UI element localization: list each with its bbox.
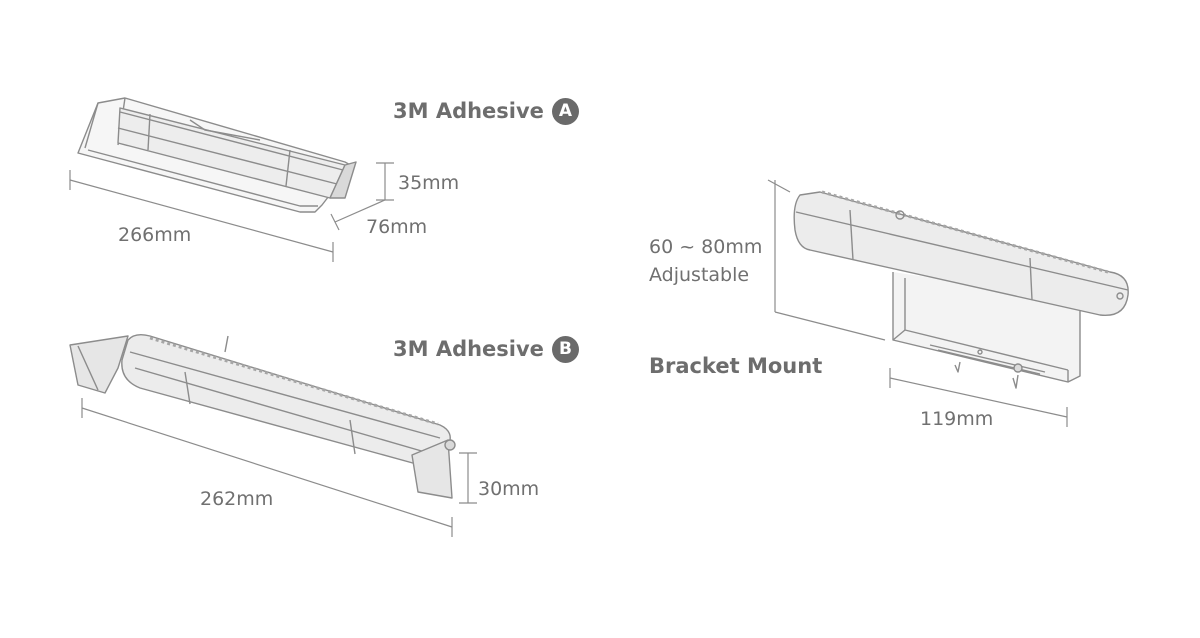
- dim-bracket-width: 119mm: [920, 408, 994, 430]
- dimension-lines-bracket: [767, 179, 1068, 427]
- dim-a-depth: 76mm: [366, 216, 428, 238]
- heading-variant-a: 3M Adhesive A: [393, 98, 579, 125]
- dim-bracket-height-value: 60 ~ 80mm: [649, 236, 763, 258]
- dim-b-height: 30mm: [478, 478, 540, 500]
- dimension-lines-a: [69, 162, 394, 262]
- dim-a-height: 35mm: [398, 172, 460, 194]
- heading-variant-a-label: 3M Adhesive: [393, 99, 544, 123]
- light-bar-a-illustration: [77, 97, 357, 213]
- dim-a-length: 266mm: [118, 224, 192, 246]
- heading-bracket-mount: Bracket Mount: [649, 354, 823, 378]
- light-bar-b-illustration: [69, 333, 456, 499]
- bracket-mount-illustration: [793, 190, 1129, 389]
- dim-b-length: 262mm: [200, 488, 274, 510]
- dim-bracket-height: 60 ~ 80mm Adjustable: [649, 233, 762, 289]
- badge-b: B: [551, 336, 579, 363]
- heading-variant-b-label: 3M Adhesive: [393, 337, 544, 361]
- badge-a: A: [551, 98, 579, 125]
- heading-variant-b: 3M Adhesive B: [393, 336, 579, 363]
- dim-bracket-height-note: Adjustable: [649, 264, 750, 286]
- dimension-lines-b: [81, 398, 477, 537]
